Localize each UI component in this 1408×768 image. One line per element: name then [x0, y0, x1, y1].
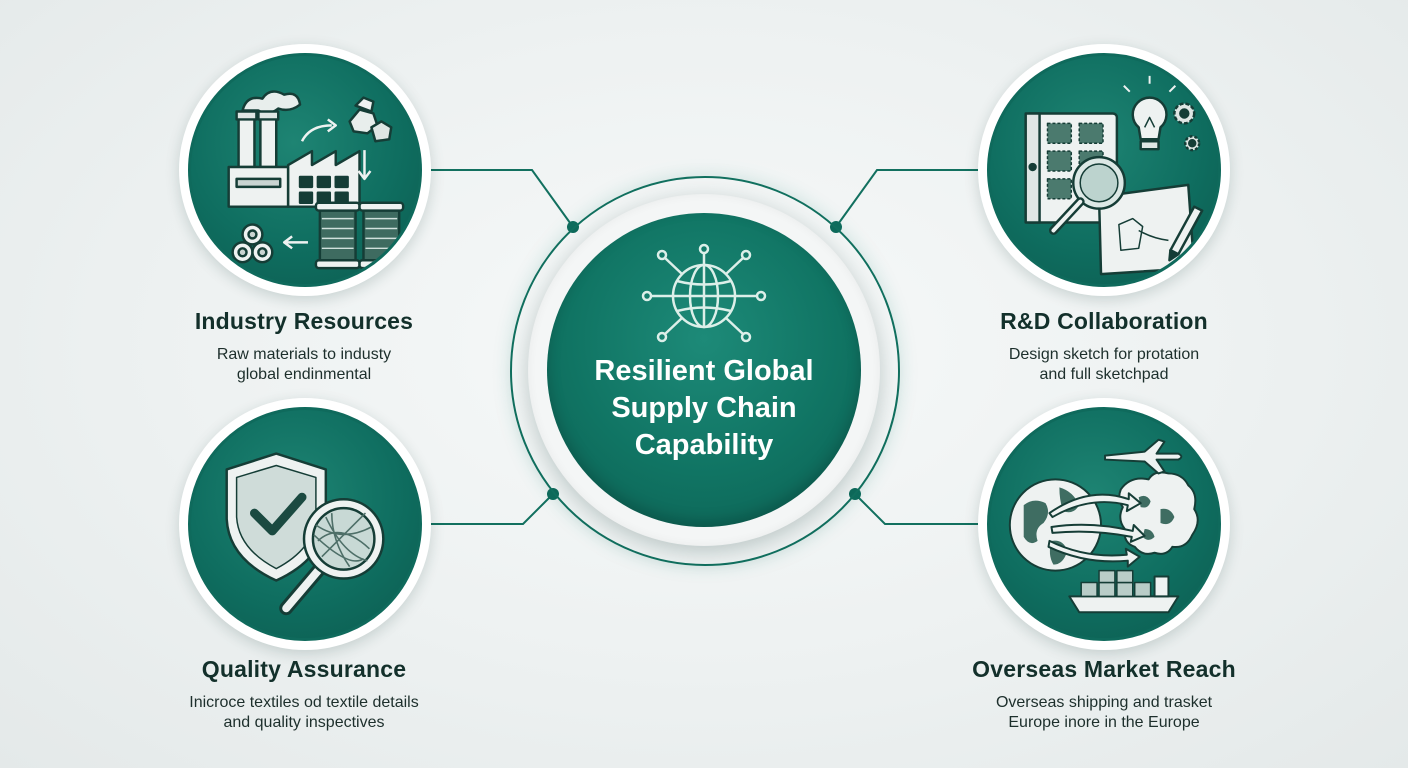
- shield-magnifier-icon: [225, 452, 385, 616]
- node-description-line: Inicroce textiles od textile details: [189, 694, 419, 711]
- design-sketch-icon: [1024, 75, 1204, 276]
- node-title: Industry Resources: [194, 308, 414, 334]
- node-industry-resources: [179, 44, 431, 296]
- label-quality-assurance: Quality Assurance Inicroce textiles od t…: [144, 656, 464, 733]
- globe-network-icon: [641, 243, 767, 343]
- globe-shipping-icon: [1008, 438, 1199, 614]
- node-description-line: Design sketch for protation: [1008, 346, 1200, 363]
- hub-title-line: Resilient Global: [594, 355, 814, 387]
- node-description-line: and full sketchpad: [1039, 366, 1169, 383]
- node-quality-assurance: [179, 398, 431, 650]
- label-rnd-collaboration: R&D Collaboration Design sketch for prot…: [944, 308, 1264, 385]
- node-description-line: Raw materials to industy: [216, 346, 392, 363]
- node-description-line: global endinmental: [236, 366, 372, 383]
- node-overseas-market-reach: [978, 398, 1230, 650]
- node-title: R&D Collaboration: [1000, 308, 1208, 334]
- hub-outer-ring: [510, 176, 900, 566]
- node-description-line: Overseas shipping and trasket: [995, 694, 1213, 711]
- node-description-line: Europe inore in the Europe: [1008, 714, 1200, 731]
- node-title: Overseas Market Reach: [972, 656, 1236, 682]
- hub-title-line: Capability: [634, 429, 774, 461]
- connector-quality: [428, 493, 554, 525]
- hub-title-line: Supply Chain: [611, 392, 797, 424]
- central-hub: Resilient Global Supply Chain Capability: [547, 213, 861, 527]
- connector-industry: [428, 169, 574, 228]
- node-description-line: and quality inspectives: [223, 714, 385, 731]
- connector-rnd: [835, 169, 980, 228]
- label-overseas-market-reach: Overseas Market Reach Overseas shipping …: [944, 656, 1264, 733]
- hub-title: Resilient Global Supply Chain Capability: [547, 353, 861, 464]
- node-title: Quality Assurance: [201, 656, 407, 682]
- connector-overseas: [854, 493, 980, 525]
- factory-materials-icon: [227, 90, 405, 270]
- node-rnd-collaboration: [978, 44, 1230, 296]
- label-industry-resources: Industry Resources Raw materials to indu…: [144, 308, 464, 385]
